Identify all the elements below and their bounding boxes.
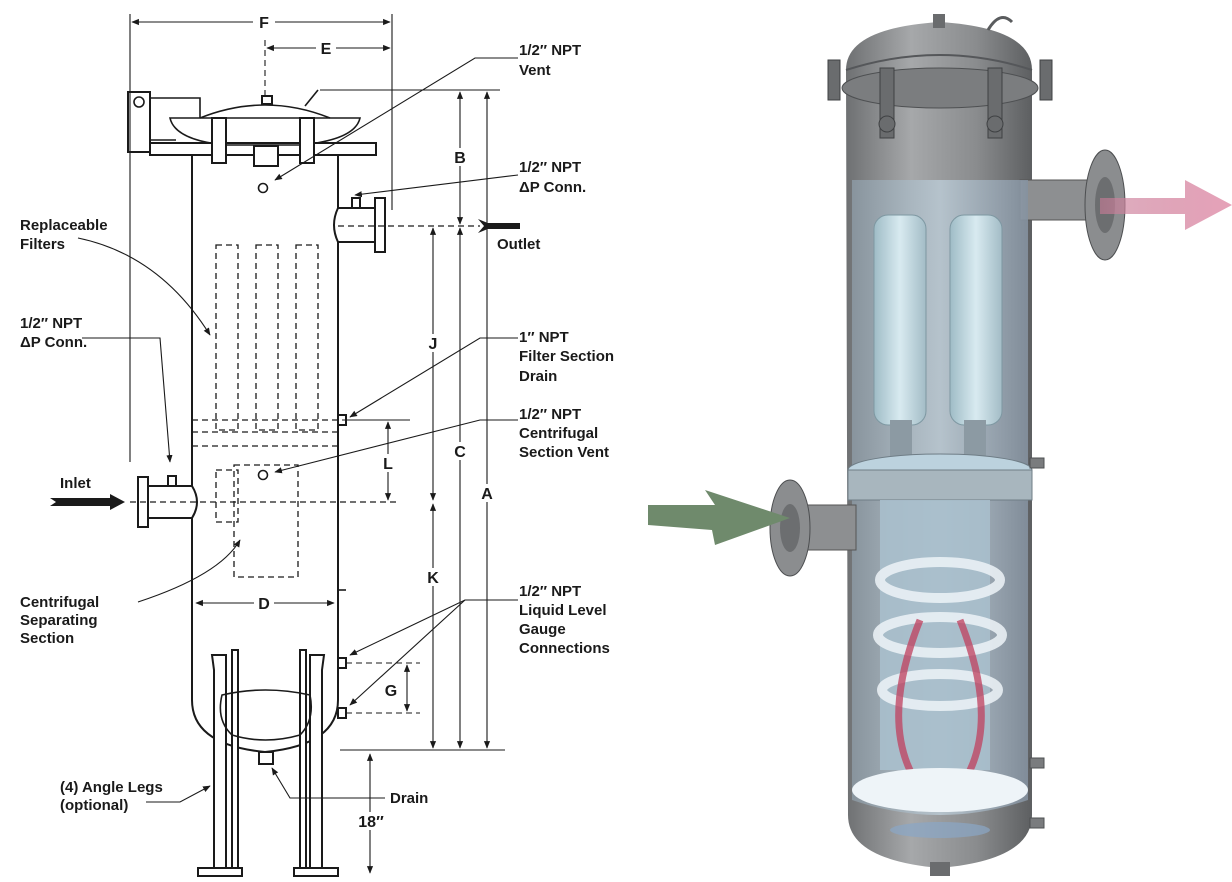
dimension-drawing: F E B A C J K L G D 18″ [20,14,618,877]
vent-port [257,182,269,194]
filter-cartridges [873,214,1003,470]
drain-label: Drain [390,790,428,807]
dim-K: K [427,570,439,587]
inlet-arrow-icon [50,494,125,510]
angle-legs [197,649,339,877]
outlet-label: Outlet [497,236,540,253]
dp-conn-inlet-callout: 1/2″ NPT ΔP Conn. [20,315,87,351]
outlet-nozzle [333,197,386,253]
leader-lines [77,57,519,803]
dim-D: D [258,596,270,613]
inlet-label: Inlet [60,475,91,492]
filter-elements [192,244,338,447]
inlet-nozzle-3d [769,479,857,577]
centrifugal-vent-port [257,469,269,481]
outlet-arrow-icon [478,219,520,233]
dim-A: A [481,486,493,503]
vortex-red-arrows [895,618,985,782]
dim-leg-height: 18″ [358,814,384,831]
angle-legs-callout: (4) Angle Legs (optional) [60,779,167,814]
vent-callout: 1/2″ NPT Vent [519,42,585,79]
centrifugal-vent-callout: 1/2″ NPT Centrifugal Section Vent [519,406,609,461]
replaceable-filters-callout: Replaceable Filters [20,217,112,253]
inlet-nozzle [137,475,198,528]
cutaway-illustration [648,14,1232,876]
centrifugal-section [215,464,299,578]
centrifugal-separating-callout: Centrifugal Separating Section [20,594,103,647]
outlet-flow-arrow-icon [1100,180,1232,230]
dim-E: E [321,41,332,58]
top-cover [841,67,1039,109]
liquid-level-gauge-callout: 1/2″ NPT Liquid Level Gauge Connections [519,583,611,657]
dim-J: J [429,336,438,353]
dim-C: C [454,444,466,461]
dim-L: L [383,456,393,473]
swirl-flow [873,557,1007,711]
drain-port [258,751,274,765]
filter-section-drain-callout: 1″ NPT Filter Section Drain [519,329,618,385]
inlet-flow-arrow-icon [648,490,790,545]
dp-conn-outlet-callout: 1/2″ NPT ΔP Conn. [519,159,586,196]
vessel-cover [127,89,377,167]
dim-G: G [385,683,397,700]
dim-F: F [259,15,269,32]
cover-bolts [827,59,1053,139]
dim-B: B [454,150,466,167]
